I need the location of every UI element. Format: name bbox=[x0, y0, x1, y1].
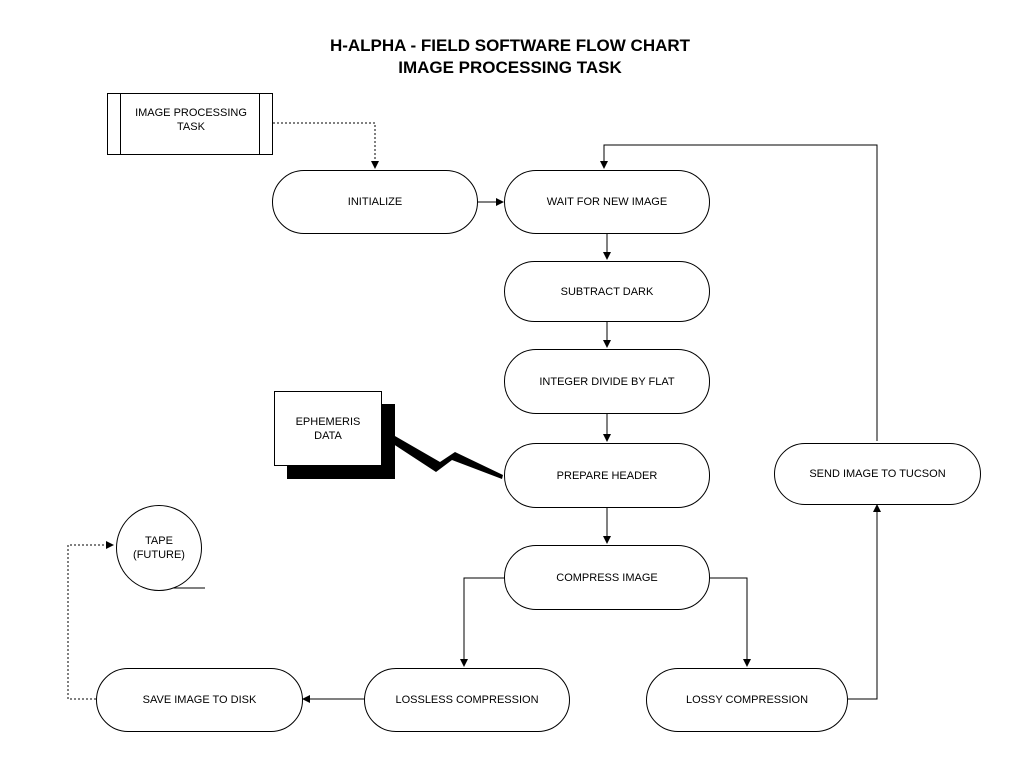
connector-save-tape bbox=[67, 541, 114, 700]
node-lossy-compression: LOSSY COMPRESSION bbox=[646, 668, 848, 732]
node-compress-image: COMPRESS IMAGE bbox=[504, 545, 710, 610]
node-initialize: INITIALIZE bbox=[272, 170, 478, 234]
node-save-label: SAVE IMAGE TO DISK bbox=[142, 694, 257, 706]
node-prepare-label: PREPARE HEADER bbox=[556, 469, 658, 482]
node-lossy-label: LOSSY COMPRESSION bbox=[685, 694, 809, 706]
node-lossless-label: LOSSLESS COMPRESSION bbox=[395, 694, 539, 706]
connector-compress-lossless bbox=[460, 577, 504, 667]
diagram-title: H-ALPHA - FIELD SOFTWARE FLOW CHART bbox=[329, 36, 691, 55]
connector-lossy-send bbox=[848, 504, 881, 700]
node-subtract-label: SUBTRACT DARK bbox=[560, 285, 654, 298]
node-send-image-to-tucson: SEND IMAGE TO TUCSON bbox=[774, 443, 981, 505]
node-compress-label: COMPRESS IMAGE bbox=[556, 571, 658, 584]
lightning-bolt-icon bbox=[384, 432, 503, 479]
task-box: IMAGE PROCESSING TASK bbox=[107, 93, 273, 155]
tape-storage-circle: TAPE (FUTURE) bbox=[116, 505, 202, 591]
node-integer-divide: INTEGER DIVIDE BY FLAT bbox=[504, 349, 710, 414]
diagram-subtitle: IMAGE PROCESSING TASK bbox=[398, 58, 622, 77]
node-save-image-to-disk: SAVE IMAGE TO DISK bbox=[96, 668, 303, 732]
node-wait-for-new-image: WAIT FOR NEW IMAGE bbox=[504, 170, 710, 234]
ephemeris-data-box: EPHEMERIS DATA bbox=[274, 391, 382, 466]
node-wait-label: WAIT FOR NEW IMAGE bbox=[546, 196, 668, 208]
node-send-label: SEND IMAGE TO TUCSON bbox=[809, 468, 946, 480]
connector-compress-lossy bbox=[710, 577, 751, 667]
task-box-label: IMAGE PROCESSING TASK bbox=[135, 107, 247, 133]
node-initialize-label: INITIALIZE bbox=[347, 196, 403, 208]
connector-send-wait bbox=[600, 144, 878, 441]
node-lossless-compression: LOSSLESS COMPRESSION bbox=[364, 668, 570, 732]
node-divide-label: INTEGER DIVIDE BY FLAT bbox=[539, 375, 675, 388]
node-subtract-dark: SUBTRACT DARK bbox=[504, 261, 710, 322]
connector-task-initialize bbox=[273, 122, 379, 169]
node-prepare-header: PREPARE HEADER bbox=[504, 443, 710, 508]
